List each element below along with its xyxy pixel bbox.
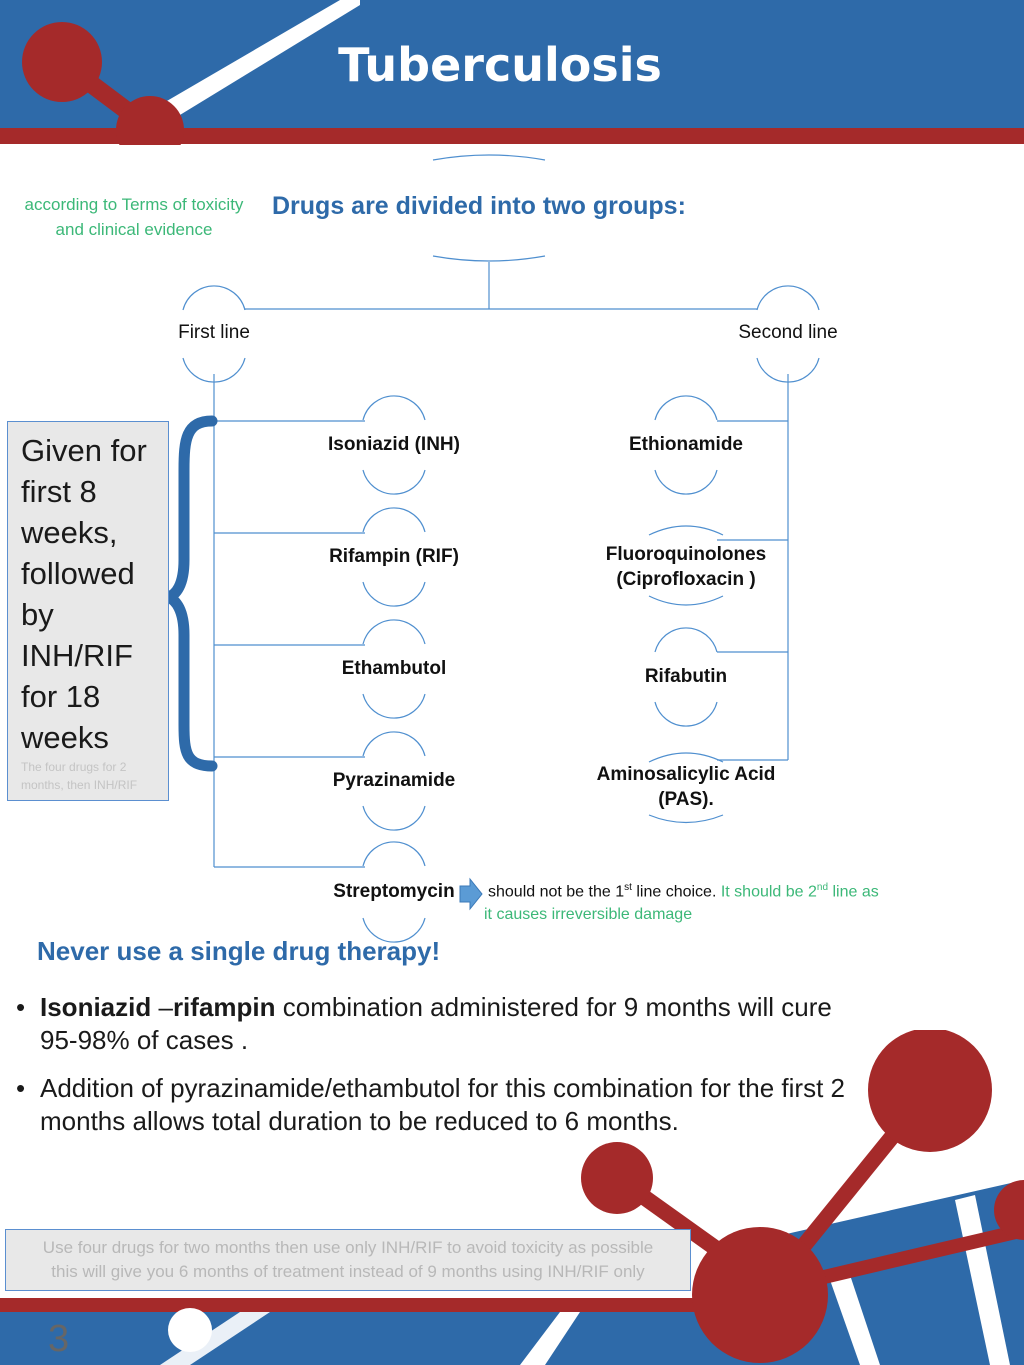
molecule-decoration-bottom xyxy=(0,1030,1024,1365)
streptomycin-note-part2: line choice. xyxy=(631,883,721,901)
bullet-item-2: • Addition of pyrazinamide/ethambutol fo… xyxy=(16,1072,856,1142)
drug-ethionamide: Ethionamide xyxy=(628,434,743,455)
drug-streptomycin: Streptomycin xyxy=(333,881,455,902)
regimen-duration-text: Given for first 8 weeks, followed by INH… xyxy=(21,433,147,755)
bullet-text-2: Addition of pyrazinamide/ethambutol for … xyxy=(40,1073,845,1136)
streptomycin-note-line2: it causes irreversible damage xyxy=(484,906,693,923)
regimen-duration-box: Given for first 8 weeks, followed by INH… xyxy=(7,421,169,801)
header-stripe xyxy=(0,128,1024,144)
bullet-1-rest: combination administered for 9 months wi… xyxy=(40,992,832,1055)
classification-note-line2: and clinical evidence xyxy=(55,220,213,239)
drug-pas-line2: (PAS). xyxy=(658,789,714,810)
page-title: Tuberculosis xyxy=(338,38,662,92)
drug-rifabutin: Rifabutin xyxy=(644,666,728,687)
molecule-decoration-top xyxy=(22,0,360,145)
page-number: 3 xyxy=(48,1318,70,1360)
second-line-label: Second line xyxy=(738,322,838,343)
summary-line1: Use four drugs for two months then use o… xyxy=(42,1238,654,1257)
section-heading: Drugs are divided into two groups: xyxy=(272,192,686,220)
classification-note-line1: according to Terms of toxicity xyxy=(24,195,244,214)
bullet-item-1: • Isoniazid –rifampin combination admini… xyxy=(16,991,856,1061)
bullet-1-bold-rifampin: rifampin xyxy=(172,992,276,1022)
streptomycin-note: should not be the 1st line choice. It sh… xyxy=(488,882,1008,901)
streptomycin-note-sup2: nd xyxy=(816,882,829,893)
bullet-1-dash: – xyxy=(151,992,173,1022)
drug-rifampin: Rifampin (RIF) xyxy=(329,546,459,567)
drug-pyrazinamide: Pyrazinamide xyxy=(332,770,456,791)
summary-line2: this will give you 6 months of treatment… xyxy=(51,1262,645,1281)
drug-fluoroquinolones: Fluoroquinolones (Ciprofloxacin ) xyxy=(576,542,796,592)
drug-pas-line1: Aminosalicylic Acid xyxy=(596,764,776,785)
drug-fluoroquinolones-line2: (Ciprofloxacin ) xyxy=(616,569,756,590)
streptomycin-note-part1: should not be the 1 xyxy=(488,883,625,901)
classification-note: according to Terms of toxicity and clini… xyxy=(5,192,263,242)
drug-isoniazid: Isoniazid (INH) xyxy=(328,434,460,455)
drug-fluoroquinolones-line1: Fluoroquinolones xyxy=(605,544,767,565)
streptomycin-note-part4: line as xyxy=(828,883,879,901)
drug-aminosalicylic-acid: Aminosalicylic Acid (PAS). xyxy=(566,762,806,812)
first-line-label: First line xyxy=(178,322,250,343)
single-drug-warning: Never use a single drug therapy! xyxy=(37,936,441,966)
regimen-duration-subnote: The four drugs for 2 months, then INH/RI… xyxy=(21,760,138,792)
bullet-dot: • xyxy=(16,992,26,1022)
bullet-dot: • xyxy=(16,1073,26,1103)
drug-ethambutol: Ethambutol xyxy=(341,658,447,679)
streptomycin-note-sup1: st xyxy=(624,882,632,893)
streptomycin-note-part3: It should be 2 xyxy=(720,883,817,901)
bullet-text-1: Isoniazid –rifampin combination administ… xyxy=(40,991,850,1057)
summary-box: Use four drugs for two months then use o… xyxy=(5,1229,691,1291)
bullet-1-bold-isoniazid: Isoniazid xyxy=(40,992,152,1022)
